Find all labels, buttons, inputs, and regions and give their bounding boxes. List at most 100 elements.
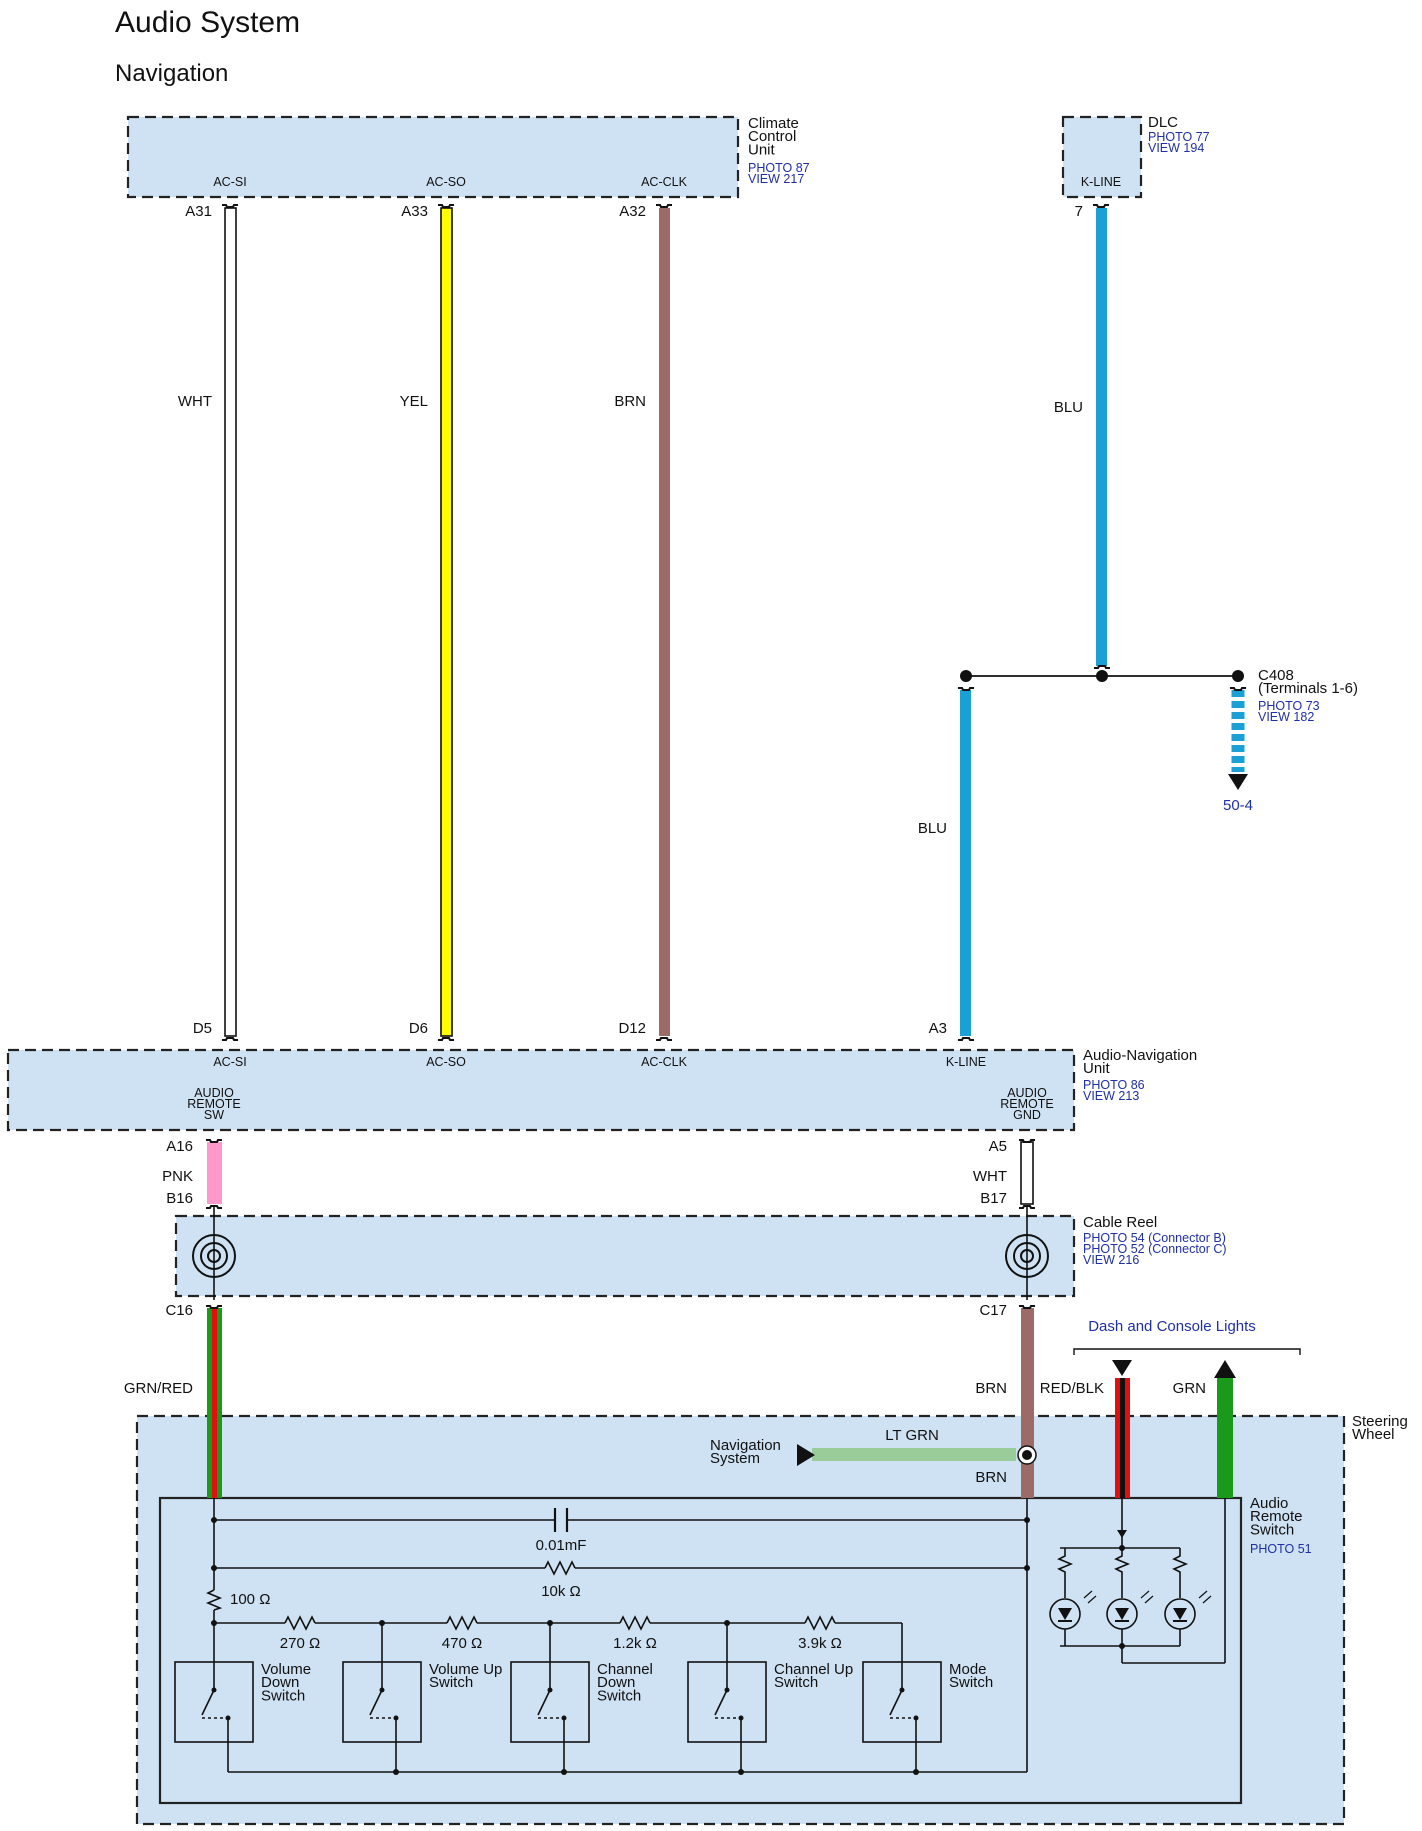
pin-a3: A3 <box>929 1020 947 1037</box>
pin-cup <box>437 204 455 208</box>
c408-ref-link[interactable]: 50-4 <box>1223 797 1253 814</box>
label-brn: BRN <box>614 393 646 410</box>
pin-cup <box>655 204 673 208</box>
splice-dot <box>1022 1450 1032 1460</box>
climate-terminal-ac-clk: AC-CLK <box>641 175 688 189</box>
wire-wht-gnd <box>1020 1141 1034 1205</box>
led-glyphs <box>1058 1608 1187 1622</box>
pin-cup <box>221 204 239 208</box>
label-grn-red: GRN/RED <box>124 1380 193 1397</box>
wire-brn-gnd <box>1021 1308 1034 1498</box>
pin-b17: B17 <box>980 1190 1007 1207</box>
dash-console-lights[interactable]: Dash and Console Lights <box>1088 1318 1256 1335</box>
pin-cup <box>437 1037 455 1041</box>
wire-lt-grn <box>812 1448 1016 1461</box>
cable-reel-refs: PHOTO 54 (Connector B)PHOTO 52 (Connecto… <box>1083 1231 1227 1267</box>
climate-terminal-ac-so: AC-SO <box>426 175 466 189</box>
wire-wht <box>224 207 237 1037</box>
nav-terminal-ac-so: AC-SO <box>426 1055 466 1069</box>
pin-c17: C17 <box>979 1302 1007 1319</box>
wire-brn <box>659 208 670 1036</box>
pin-cup <box>1018 1305 1036 1309</box>
label-lt-grn: LT GRN <box>885 1427 939 1444</box>
cable-reel-spiral-right <box>1005 1206 1049 1300</box>
pin-d5: D5 <box>193 1020 212 1037</box>
led-feed-arrow <box>1117 1530 1127 1538</box>
pin-cup <box>957 687 975 691</box>
wire-blu-dlc <box>1096 208 1107 666</box>
grn-arrow <box>1214 1360 1236 1378</box>
wire-red-blk <box>1115 1378 1130 1498</box>
pin-cup <box>1093 665 1111 669</box>
page-subtitle: Navigation <box>115 60 229 87</box>
page-title: Audio System <box>115 6 301 39</box>
wire-blu-k-line <box>960 690 971 1036</box>
pin-7: 7 <box>1075 203 1083 220</box>
label-blu-dlc: BLU <box>1054 399 1083 416</box>
nav-terminal-k-line: K-LINE <box>946 1055 986 1069</box>
junction-dots <box>211 1517 1125 1775</box>
label-wht-gnd: WHT <box>973 1168 1007 1185</box>
pin-cup <box>957 1037 975 1041</box>
wire-yel <box>440 207 453 1037</box>
climate-terminal-ac-si: AC-SI <box>213 175 246 189</box>
nav-terminal-ac-si: AC-SI <box>213 1055 246 1069</box>
c408-arrow <box>1228 774 1248 790</box>
label-red-blk: RED/BLK <box>1040 1380 1104 1397</box>
splice-dot-center <box>1096 670 1108 682</box>
dash-bracket <box>1073 1348 1301 1355</box>
wire-grn-red <box>207 1308 222 1498</box>
led-rays <box>1083 1590 1212 1604</box>
resistor-3-9k-label: 3.9k Ω <box>798 1635 842 1652</box>
pin-cup <box>221 1037 239 1041</box>
climate-control-unit-box <box>126 115 740 199</box>
pin-a16: A16 <box>166 1138 193 1155</box>
audio-remote-switch-box <box>158 1496 1243 1805</box>
pin-a33: A33 <box>401 203 428 220</box>
splice-dot-right <box>1232 670 1244 682</box>
pin-a31: A31 <box>185 203 212 220</box>
pin-cup <box>205 1139 223 1143</box>
resistor-10k-label: 10k Ω <box>541 1583 581 1600</box>
resistor-1-2k-label: 1.2k Ω <box>613 1635 657 1652</box>
pin-d6: D6 <box>409 1020 428 1037</box>
label-grn-lower: GRN <box>1173 1380 1206 1397</box>
cable-reel-name: Cable Reel <box>1083 1214 1157 1231</box>
pin-a5: A5 <box>989 1138 1007 1155</box>
nav-terminal-ac-clk: AC-CLK <box>641 1055 688 1069</box>
pin-cup <box>655 1037 673 1041</box>
label-brn-lower: BRN <box>975 1380 1007 1397</box>
resistor-100-label: 100 Ω <box>230 1591 270 1608</box>
cable-reel-box <box>174 1214 1076 1298</box>
label-yel: YEL <box>400 393 428 410</box>
pin-c16: C16 <box>165 1302 193 1319</box>
cable-reel-spiral-left <box>192 1206 236 1300</box>
label-wht: WHT <box>178 393 212 410</box>
pin-cup <box>1229 687 1247 691</box>
pin-a32: A32 <box>619 203 646 220</box>
c408-name: C408(Terminals 1-6) <box>1258 667 1358 697</box>
nav-arrow <box>797 1444 815 1466</box>
wire-grn <box>1217 1378 1233 1498</box>
label-blu-kline: BLU <box>918 820 947 837</box>
resistor-270-label: 270 Ω <box>280 1635 320 1652</box>
dlc-box <box>1061 115 1143 199</box>
red-blk-arrow <box>1112 1360 1132 1376</box>
capacitor-label: 0.01mF <box>536 1537 587 1554</box>
pin-cup <box>1092 204 1110 208</box>
